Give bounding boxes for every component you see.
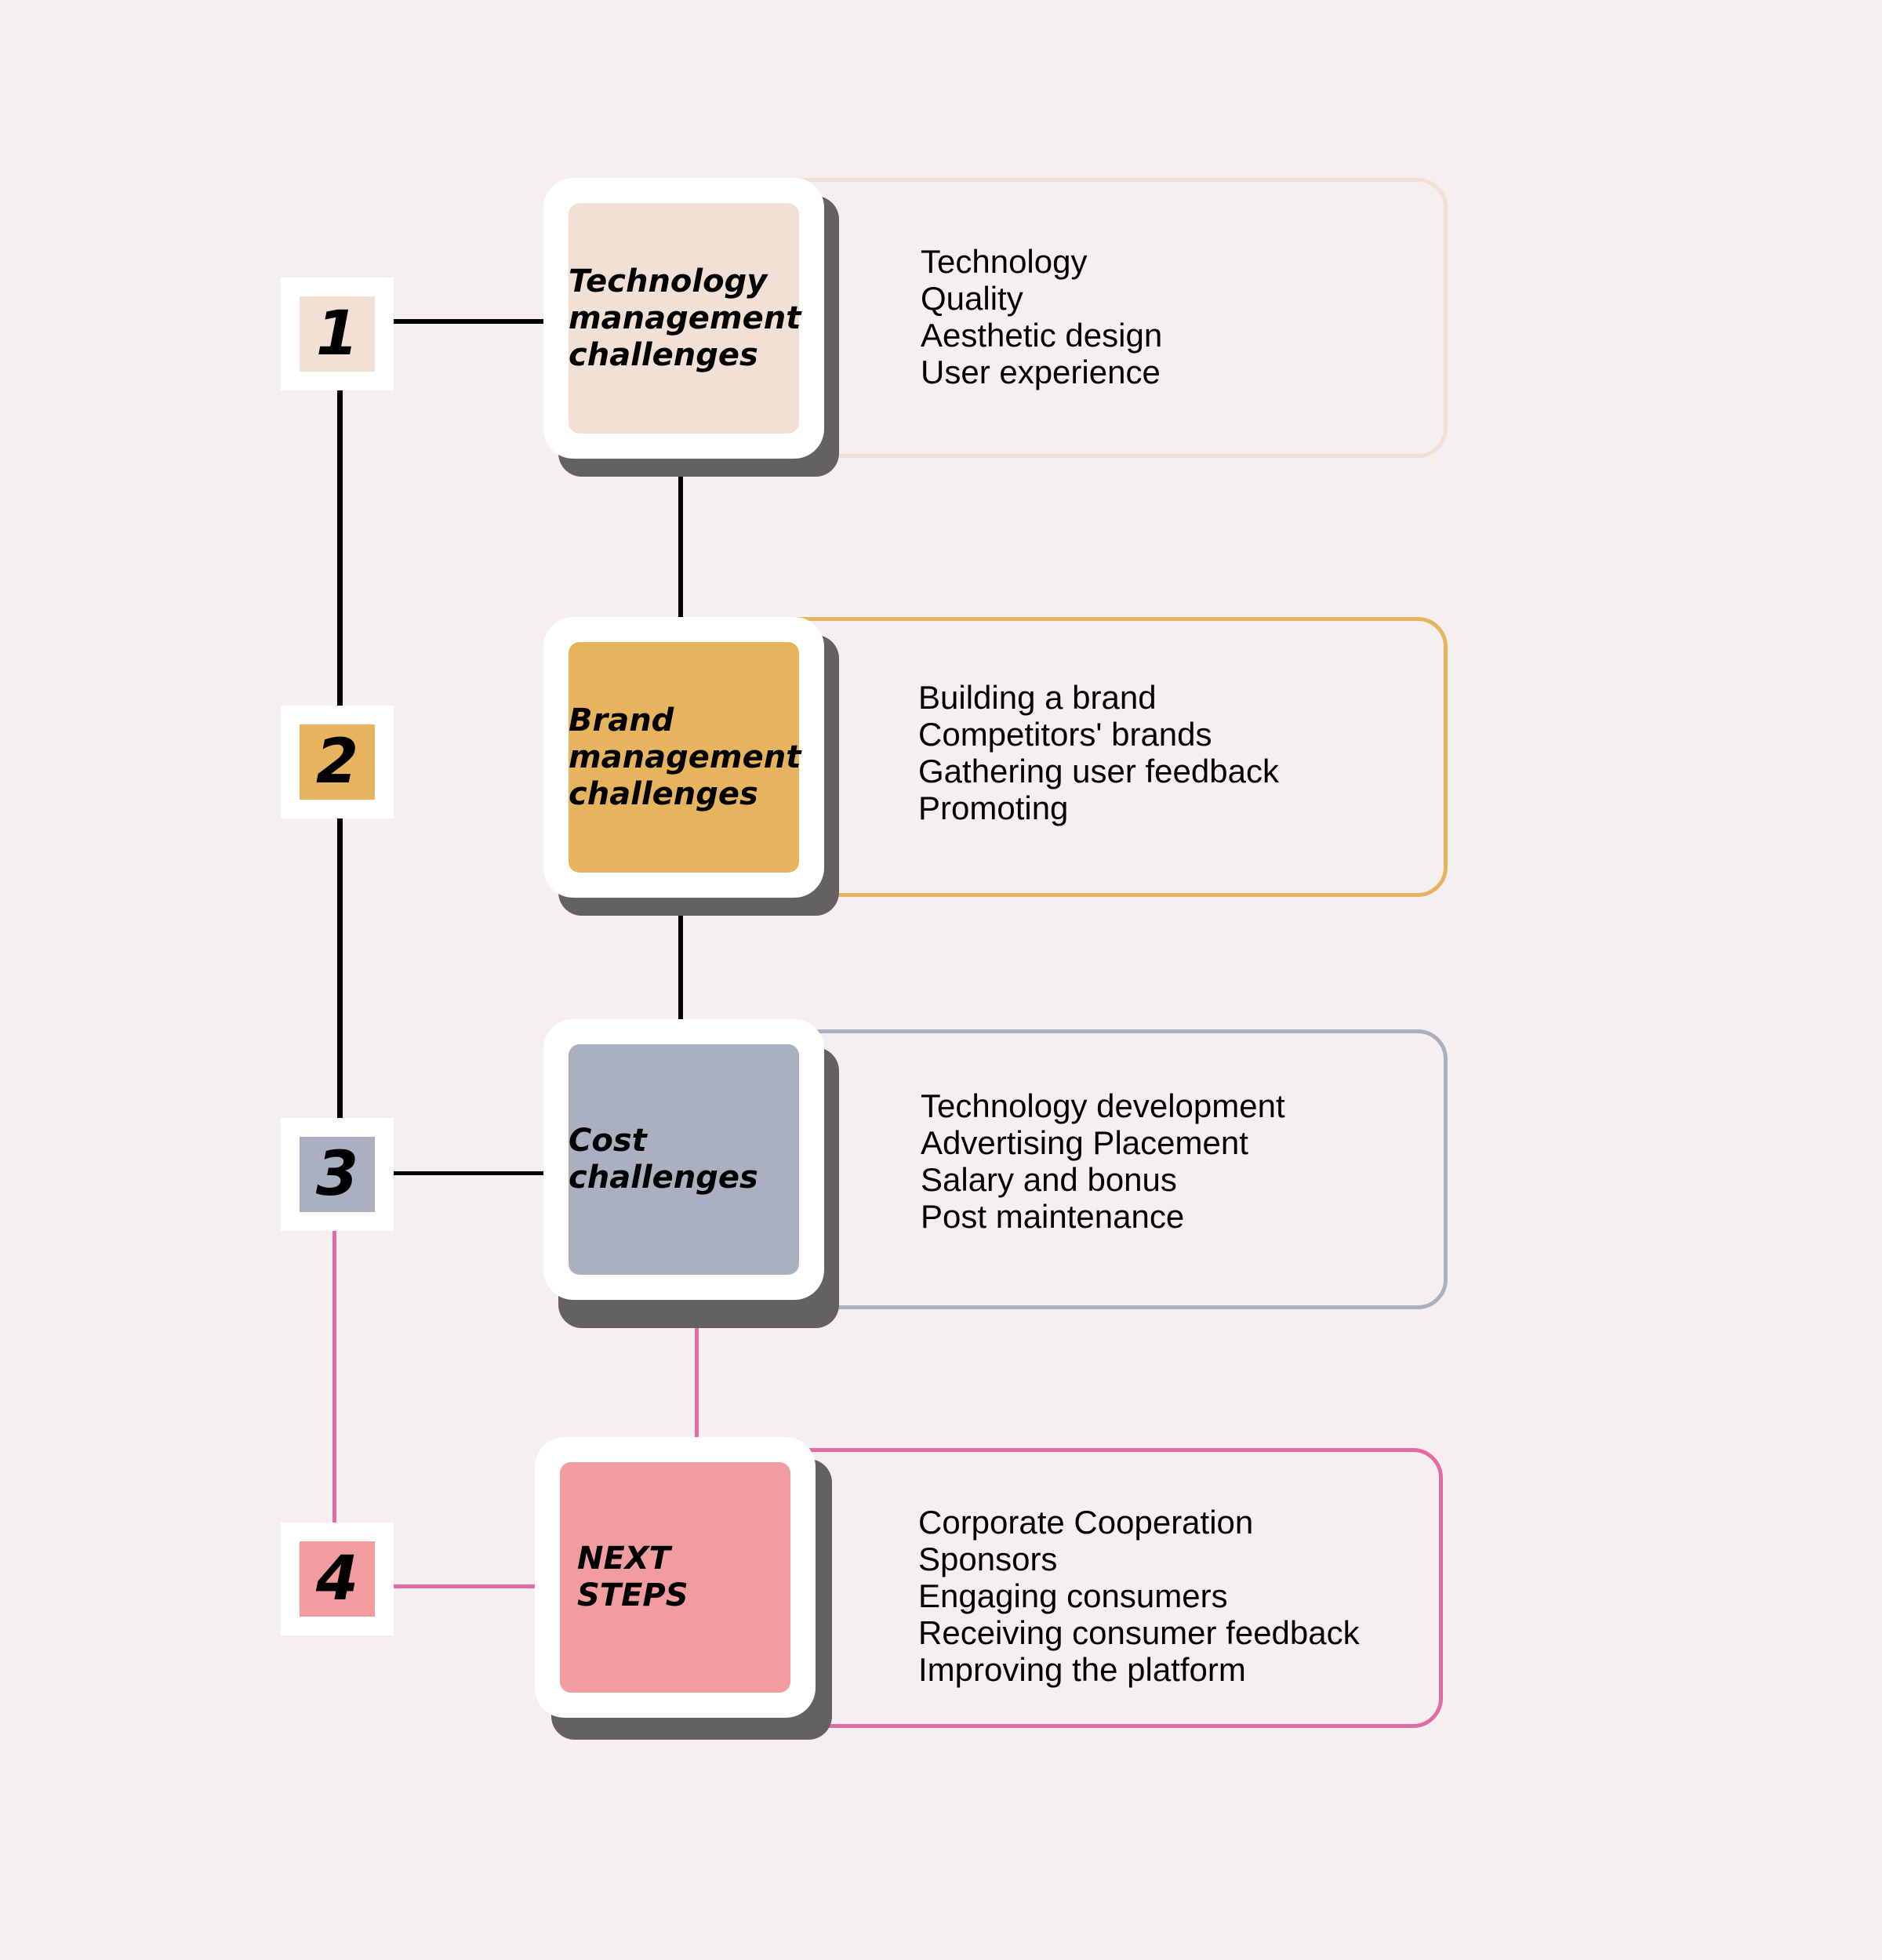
step-badge-fill-3: 3 <box>300 1137 375 1212</box>
horizontal-connector-4 <box>392 1584 537 1588</box>
detail-item: User experience <box>921 354 1161 390</box>
detail-item: Quality <box>921 280 1023 317</box>
detail-item: Technology development <box>921 1087 1285 1124</box>
detail-item: Engaging consumers <box>918 1577 1228 1614</box>
detail-list-4: Corporate Cooperation Sponsors Engaging … <box>918 1504 1360 1688</box>
detail-item: Improving the platform <box>918 1651 1246 1688</box>
step-badge-2: 2 <box>281 706 394 818</box>
category-card-2: Brand management challenges <box>543 617 824 898</box>
step-badge-fill-4: 4 <box>300 1541 375 1617</box>
detail-item: Sponsors <box>918 1541 1058 1577</box>
detail-item: Promoting <box>918 789 1069 826</box>
detail-item: Gathering user feedback <box>918 753 1279 789</box>
vertical-connector-card-3-4 <box>695 1294 699 1443</box>
detail-item: Aesthetic design <box>921 317 1163 354</box>
step-number: 2 <box>315 727 359 797</box>
category-title: Technology management challenges <box>569 263 801 373</box>
detail-list-2: Building a brand Competitors' brands Gat… <box>918 679 1279 826</box>
detail-item: Building a brand <box>918 679 1157 716</box>
category-card-fill-1: Technology management challenges <box>569 203 801 434</box>
step-badge-fill-1: 1 <box>300 296 375 372</box>
detail-item: Post maintenance <box>921 1198 1185 1235</box>
vertical-connector-card-2-3 <box>678 862 683 1035</box>
detail-item: Competitors' brands <box>918 716 1212 753</box>
detail-list-3: Technology development Advertising Place… <box>921 1087 1285 1235</box>
detail-item: Salary and bonus <box>921 1161 1177 1198</box>
category-card-fill-3: Cost challenges <box>569 1044 799 1275</box>
category-card-4: NEXT STEPS <box>535 1437 816 1718</box>
horizontal-connector-3 <box>392 1171 545 1175</box>
step-badge-4: 4 <box>281 1523 394 1635</box>
step-number: 3 <box>315 1139 359 1210</box>
step-number: 4 <box>315 1544 359 1614</box>
step-badge-fill-2: 2 <box>300 724 375 800</box>
category-card-fill-2: Brand management challenges <box>569 642 801 873</box>
step-badge-1: 1 <box>281 278 394 390</box>
category-title: Cost challenges <box>569 1123 758 1196</box>
detail-item: Receiving consumer feedback <box>918 1614 1360 1651</box>
vertical-connector-card-1-2 <box>678 439 683 627</box>
category-title: Brand management challenges <box>569 702 801 812</box>
detail-item: Advertising Placement <box>921 1124 1248 1161</box>
category-title: NEXT STEPS <box>577 1541 688 1613</box>
detail-item: Corporate Cooperation <box>918 1504 1254 1541</box>
detail-list-1: Technology Quality Aesthetic design User… <box>921 243 1162 390</box>
step-number: 1 <box>315 299 359 369</box>
horizontal-connector-1 <box>392 319 545 324</box>
detail-item: Technology <box>921 243 1088 280</box>
category-card-1: Technology management challenges <box>543 178 824 459</box>
step-badge-3: 3 <box>281 1118 394 1231</box>
category-card-3: Cost challenges <box>543 1019 824 1300</box>
vertical-connector-left-lower <box>332 1228 336 1526</box>
category-card-fill-4: NEXT STEPS <box>560 1462 790 1693</box>
